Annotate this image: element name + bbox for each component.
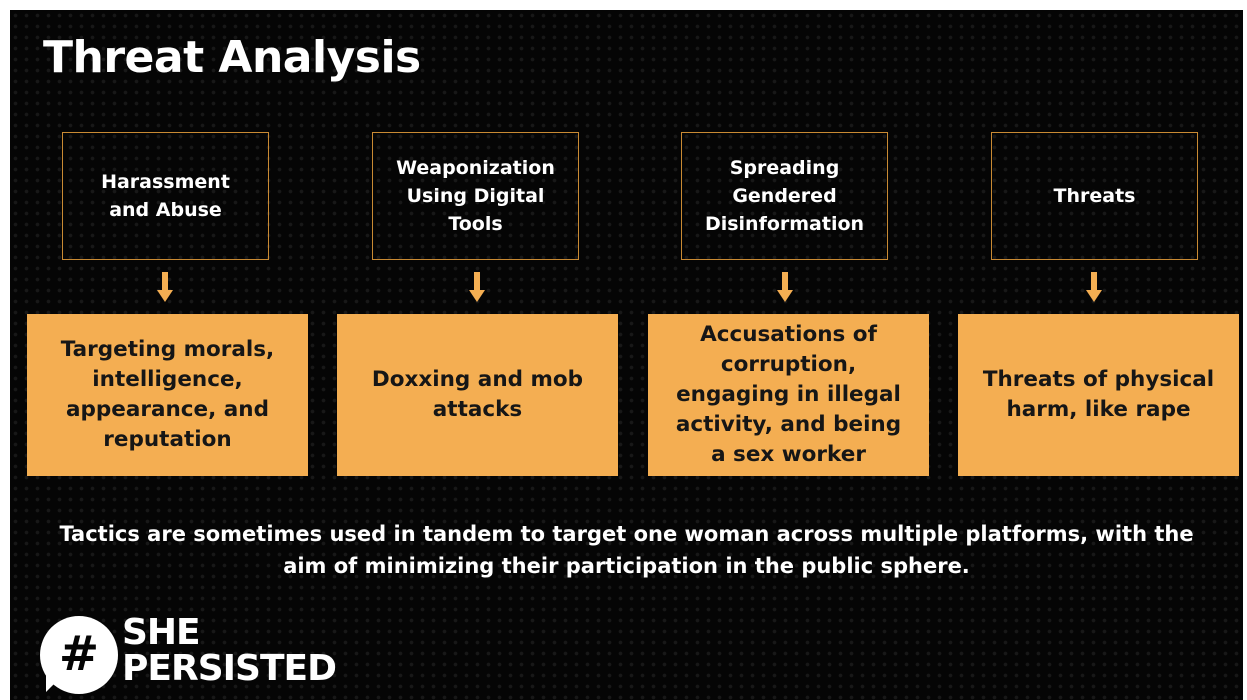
tactic-label: Doxxing and mob attacks: [371, 367, 584, 422]
tactic-box-disinformation: Accusations of corruption, engaging in i…: [648, 314, 929, 476]
logo-symbol: #: [58, 626, 100, 682]
logo-text-she: SHE: [122, 612, 201, 653]
tactic-label: Threats of physical harm, like rape: [982, 367, 1215, 422]
category-box-harassment: Harassment and Abuse: [62, 132, 269, 260]
down-arrow-icon: [469, 272, 485, 302]
tagline: Tactics are sometimes used in tandem to …: [59, 522, 1194, 578]
logo-hashtag-icon: #: [40, 616, 118, 694]
down-arrow-icon: [777, 272, 793, 302]
category-box-weaponization: Weaponization Using Digital Tools: [372, 132, 579, 260]
category-label: Threats: [1053, 185, 1136, 207]
tactic-label: Targeting morals, intelligence, appearan…: [60, 337, 275, 452]
down-arrow-icon: [1086, 272, 1102, 302]
slide: Threat Analysis Harassment and Abuse Tar…: [10, 10, 1243, 700]
slide-title: Threat Analysis: [43, 32, 421, 83]
tactic-box-threats: Threats of physical harm, like rape: [958, 314, 1239, 476]
tactic-box-weaponization: Doxxing and mob attacks: [337, 314, 618, 476]
category-label: Weaponization Using Digital Tools: [396, 157, 555, 235]
tactic-box-harassment: Targeting morals, intelligence, appearan…: [27, 314, 308, 476]
down-arrow-icon: [157, 272, 173, 302]
tactic-label: Accusations of corruption, engaging in i…: [675, 322, 902, 467]
category-label: Harassment and Abuse: [101, 171, 230, 221]
category-box-threats: Threats: [991, 132, 1198, 260]
category-label: Spreading Gendered Disinformation: [704, 157, 865, 235]
logo-text-persisted: PERSISTED: [122, 648, 337, 689]
category-box-disinformation: Spreading Gendered Disinformation: [681, 132, 888, 260]
